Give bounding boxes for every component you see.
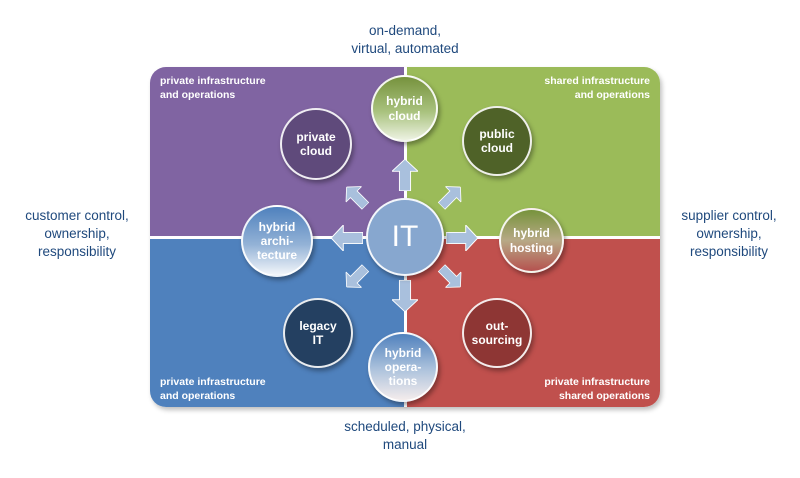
node-outsourcing: out- sourcing (462, 298, 532, 368)
node-public-cloud: public cloud (462, 106, 532, 176)
quadrant-label-bottom-right: private infrastructure shared operations (544, 376, 650, 402)
arrow-up-icon (392, 159, 418, 191)
arrow-left-icon (331, 225, 363, 251)
caption-bottom: scheduled, physical, manual (344, 419, 466, 453)
arrow-up-right-icon (434, 179, 469, 214)
arrow-up-left-icon (339, 179, 374, 214)
node-it-center: IT (366, 198, 444, 276)
arrow-right-icon (446, 225, 478, 251)
quadrant-label-top-right: shared infrastructure and operations (544, 75, 650, 101)
node-hybrid-hosting: hybrid hosting (499, 208, 564, 273)
caption-left: customer control, ownership, responsibil… (25, 208, 129, 260)
node-legacy-it: legacy IT (283, 298, 353, 368)
caption-top: on-demand, virtual, automated (351, 23, 459, 57)
node-hybrid-operations: hybrid opera- tions (368, 332, 438, 402)
quadrant-shared-infrastructure-operations (406, 67, 660, 236)
quadrant-label-bottom-left: private infrastructure and operations (160, 376, 266, 402)
arrow-down-icon (392, 280, 418, 312)
quadrant-label-top-left: private infrastructure and operations (160, 75, 266, 101)
caption-right: supplier control, ownership, responsibil… (681, 208, 777, 260)
node-private-cloud: private cloud (280, 108, 352, 180)
arrow-down-right-icon (434, 260, 469, 295)
arrow-down-left-icon (339, 260, 374, 295)
node-hybrid-cloud: hybrid cloud (371, 75, 438, 142)
node-hybrid-architecture: hybrid archi- tecture (241, 205, 313, 277)
